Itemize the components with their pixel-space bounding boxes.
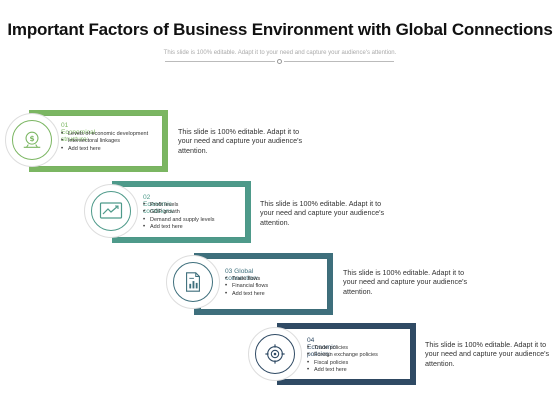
step-4-icon-circle [255,334,295,374]
step-4-bullet: Add text here [307,367,407,375]
subtitle-divider-left [165,61,275,62]
step-4-description: This slide is 100% editable. Adapt it to… [425,340,550,368]
step-1-bullet: Intersectoral linkages [61,138,157,146]
line-chart-icon [99,202,123,219]
step-4-bullet: Foreign exchange policies [307,352,407,360]
step-3-bullet: Trade flows [225,276,323,284]
step-2-description: This slide is 100% editable. Adapt it to… [260,199,385,227]
step-3-bullets: Trade flows Financial flows Add text her… [225,276,323,299]
step-2-bullet: GDP growth [143,209,243,217]
subtitle-divider-dot [277,59,282,64]
page-title: Important Factors of Business Environmen… [7,20,553,39]
step-4-bullet: Trade policies [307,345,407,353]
step-4-bullets: Trade policies Foreign exchange policies… [307,345,407,375]
dollar-coin-icon: $ [23,131,41,148]
step-3-bullet: Financial flows [225,283,323,291]
page-subtitle: This slide is 100% editable. Adapt it to… [163,50,397,56]
svg-text:$: $ [29,134,34,143]
step-1-bullets: Levels of economic development Intersect… [61,131,157,154]
step-2-bullet: Demand and supply levels [143,217,243,225]
step-1-bullet: Levels of economic development [61,131,157,139]
step-2-icon-circle [91,191,131,231]
step-3-description: This slide is 100% editable. Adapt it to… [343,268,468,296]
step-1-bullet: Add text here [61,146,157,154]
step-1-description: This slide is 100% editable. Adapt it to… [178,127,303,155]
gear-target-icon [265,344,285,364]
step-2-bullets: Profit levels GDP growth Demand and supp… [143,202,243,232]
step-4-bullet: Fiscal policies [307,360,407,368]
step-2-bullet: Add text here [143,224,243,232]
report-icon [186,272,200,292]
step-2-bullet: Profit levels [143,202,243,210]
step-3-bullet: Add text here [225,291,323,299]
step-3-icon-circle [173,262,213,302]
step-1-icon-circle: $ [12,120,52,160]
subtitle-divider-right [284,61,394,62]
